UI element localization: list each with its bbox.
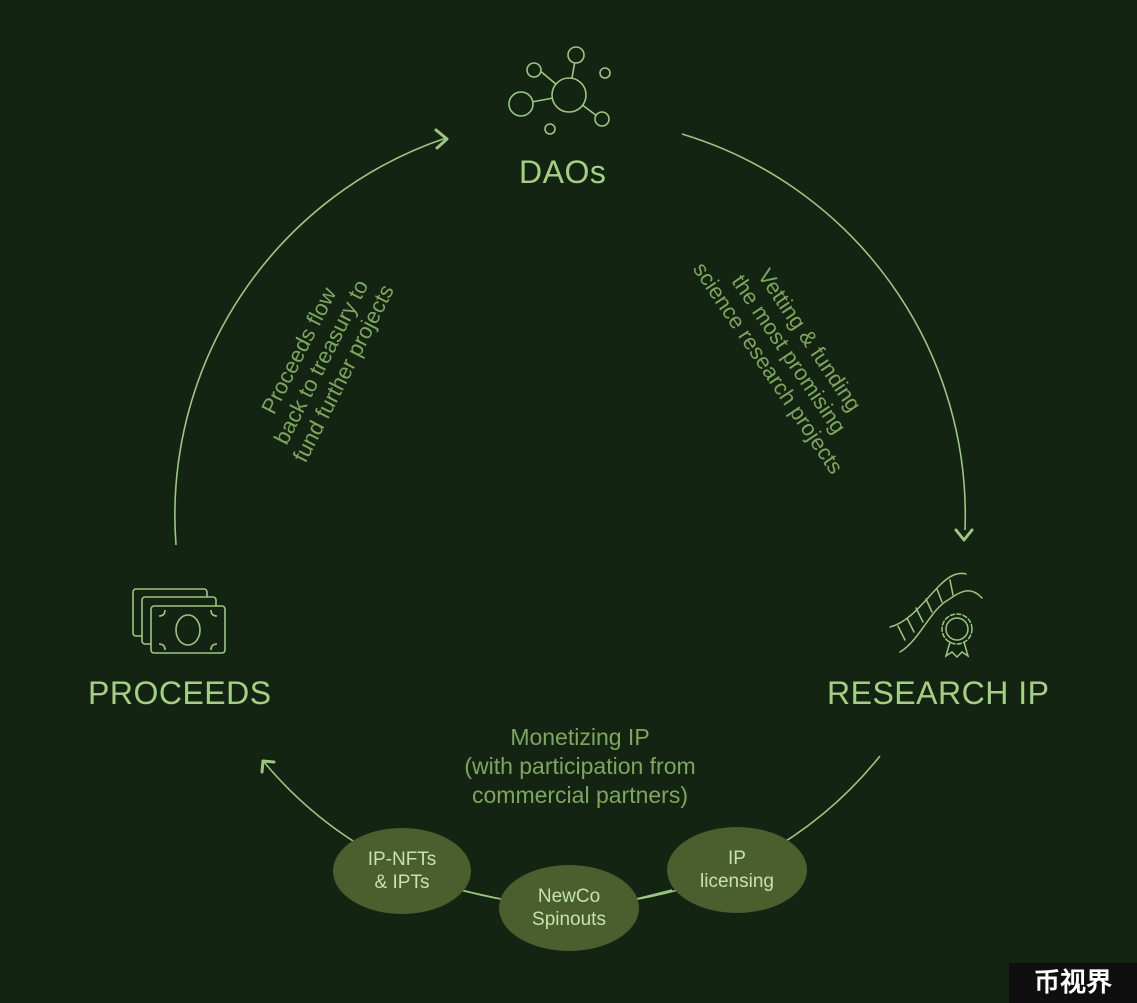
node-label-research-ip: RESEARCH IP bbox=[827, 675, 1050, 711]
network-nodes-icon bbox=[508, 46, 611, 135]
method-oval-text: licensing bbox=[700, 871, 774, 892]
arc-daos-to-research bbox=[681, 133, 967, 531]
method-oval-newco: NewCo Spinouts bbox=[499, 865, 639, 951]
method-oval-text: NewCo bbox=[537, 886, 601, 907]
method-oval-text: IP bbox=[728, 848, 746, 869]
method-oval-text: Spinouts bbox=[532, 909, 606, 930]
method-oval-ip-nfts: IP-NFTs & IPTs bbox=[333, 828, 471, 914]
edge-caption-line: Monetizing IP bbox=[510, 724, 650, 750]
node-label-daos: DAOs bbox=[519, 154, 607, 190]
method-oval-text: & IPTs bbox=[374, 872, 430, 893]
dna-certificate-icon bbox=[889, 572, 983, 658]
watermark-logo: 币视界 bbox=[1009, 963, 1137, 1003]
connector-oval-1-2 bbox=[459, 889, 506, 901]
connector-oval-2-3 bbox=[635, 889, 673, 900]
edge-caption-line: commercial partners) bbox=[472, 782, 688, 808]
edge-caption-line: (with participation from bbox=[464, 753, 696, 779]
arrowhead-proceeds bbox=[260, 759, 276, 774]
method-oval-text: IP-NFTs bbox=[367, 849, 437, 870]
arc-proceeds-to-daos bbox=[174, 137, 447, 546]
arrowhead-daos bbox=[434, 128, 449, 150]
method-oval-ip-licensing: IP licensing bbox=[667, 827, 807, 913]
node-label-proceeds: PROCEEDS bbox=[88, 675, 272, 711]
banknotes-icon bbox=[132, 588, 226, 654]
arrowhead-research bbox=[954, 528, 974, 542]
edge-caption-research-to-proceeds: Monetizing IP (with participation from c… bbox=[380, 723, 780, 810]
